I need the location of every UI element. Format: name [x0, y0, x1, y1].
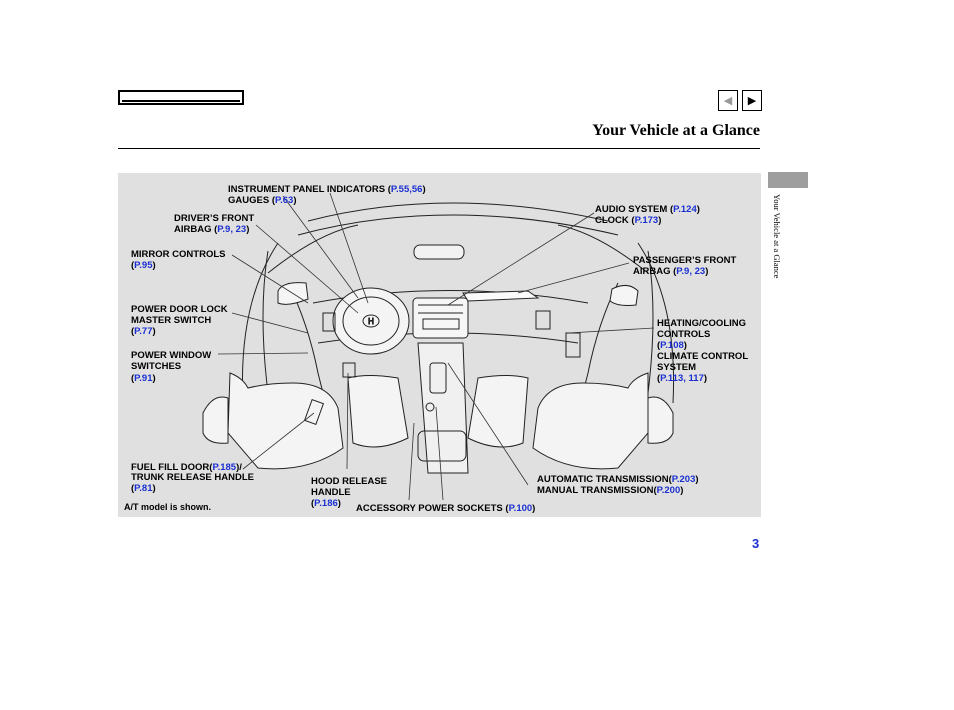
page-ref-link[interactable]: P.9, 23 — [676, 266, 706, 277]
callout-mirror-controls: MIRROR CONTROLS(P.95) — [131, 249, 226, 271]
callout-instrument-panel-indicators: INSTRUMENT PANEL INDICATORS (P.55,56) — [228, 184, 426, 195]
car-interior-illustration: H — [202, 192, 675, 501]
page-ref-link[interactable]: P.81 — [134, 483, 153, 494]
section-tab-label: Your Vehicle at a Glance — [772, 194, 782, 279]
callout-manual-transmission: MANUAL TRANSMISSION(P.200) — [537, 485, 684, 496]
callout-clock: CLOCK (P.173) — [595, 215, 662, 226]
page-ref-link[interactable]: P.186 — [314, 498, 338, 509]
next-page-button[interactable]: ▶ — [742, 90, 762, 111]
page-ref-link[interactable]: P.95 — [134, 260, 153, 271]
section-tab[interactable] — [768, 172, 808, 188]
page-ref-link[interactable]: P.63 — [275, 195, 294, 206]
page-ref-link[interactable]: P.100 — [508, 503, 533, 514]
title-divider — [118, 148, 760, 149]
page-ref-link[interactable]: P.124 — [673, 204, 697, 215]
page-ref-link[interactable]: P.173 — [634, 215, 659, 226]
callout-accessory-power-sockets: ACCESSORY POWER SOCKETS (P.100) — [356, 503, 536, 514]
callout-fuel-fill-door: FUEL FILL DOOR(P.185)/ — [131, 462, 242, 473]
main-menu-button[interactable] — [118, 90, 244, 105]
figure-note: A/T model is shown. — [124, 502, 212, 512]
page-ref-link[interactable]: P.185 — [212, 462, 237, 473]
page-number[interactable]: 3 — [752, 536, 760, 551]
page-ref-link[interactable]: P.55,56 — [390, 184, 423, 195]
callout-automatic-transmission: AUTOMATIC TRANSMISSION(P.203) — [537, 474, 699, 485]
arrow-left-icon: ◀ — [723, 95, 733, 107]
callout-audio-system: AUDIO SYSTEM (P.124) — [595, 204, 700, 215]
callout-gauges: GAUGES (P.63) — [228, 195, 297, 206]
page-ref-link[interactable]: P.77 — [134, 326, 153, 337]
callout-trunk-release: TRUNK RELEASE HANDLE(P.81) — [131, 472, 254, 494]
page-title: Your Vehicle at a Glance — [592, 122, 760, 139]
page-ref-link[interactable]: P.113, 117 — [660, 373, 704, 384]
callout-power-window-ref: (P.91) — [131, 373, 156, 384]
vehicle-interior-figure: H — [118, 173, 761, 517]
previous-page-button[interactable]: ◀ — [718, 90, 738, 111]
arrow-right-icon: ▶ — [747, 95, 757, 107]
svg-text:H: H — [368, 317, 374, 326]
page-ref-link[interactable]: P.203 — [671, 474, 696, 485]
page-ref-link[interactable]: P.108 — [660, 340, 684, 351]
page-ref-link[interactable]: P.91 — [134, 373, 153, 384]
page-ref-link[interactable]: P.9, 23 — [217, 224, 247, 235]
page-ref-link[interactable]: P.200 — [656, 485, 681, 496]
